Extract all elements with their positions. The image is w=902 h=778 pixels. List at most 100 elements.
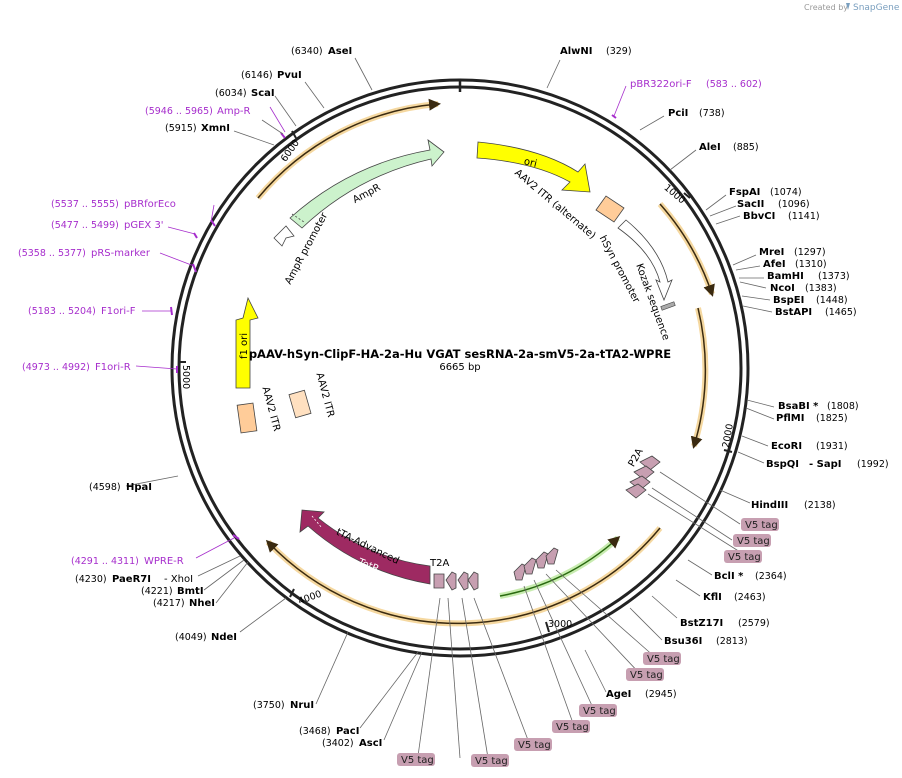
site-ageI[interactable]: AgeI [606, 689, 631, 700]
sites-left: (6340) AseI (6146) PvuI (6034) ScaI (591… [75, 46, 382, 749]
v5-tag[interactable]: V5 tag [552, 720, 590, 733]
site-paeR7I[interactable]: PaeR7I [112, 574, 151, 585]
site-xhoI[interactable]: - XhoI [164, 574, 193, 585]
kozak-feature[interactable] [660, 301, 676, 311]
site-ncoI[interactable]: NcoI [770, 283, 795, 294]
t2a-v5-arrows[interactable] [433, 571, 479, 591]
itr2-feature[interactable] [288, 389, 312, 419]
site-aleI[interactable]: AleI [699, 142, 721, 153]
site-alwNI[interactable]: AlwNI [560, 46, 593, 57]
primer-prs-marker[interactable]: pRS-marker [91, 248, 151, 259]
v5-tag[interactable]: V5 tag [626, 668, 664, 681]
v5-tag[interactable]: V5 tag [643, 652, 681, 665]
site-coord: (885) [733, 142, 759, 153]
tick-label-2000: 2000 [721, 423, 736, 449]
hsyn-promoter-feature[interactable] [617, 219, 673, 302]
primer-pgex-3[interactable]: pGEX 3' [124, 220, 164, 231]
ori-label: ori [523, 156, 538, 170]
itr-alt-feature[interactable] [595, 195, 625, 223]
site-coord: (1465) [825, 307, 857, 318]
site-afeI[interactable]: AfeI [763, 259, 786, 270]
site-mreI[interactable]: MreI [759, 247, 784, 258]
plasmid-name: pAAV-hSyn-ClipF-HA-2a-Hu VGAT sesRNA-2a-… [249, 347, 671, 361]
primer-f1ori-f[interactable]: F1ori-F [101, 306, 136, 317]
p2a-arrows[interactable] [625, 455, 661, 499]
site-ascI[interactable]: AscI [359, 738, 382, 749]
site-coord: (3750) [253, 700, 285, 711]
ori-feature[interactable] [476, 141, 591, 193]
ampr-promoter-feature[interactable] [273, 225, 295, 247]
site-fspAI[interactable]: FspAI [729, 187, 760, 198]
v5-tag[interactable]: V5 tag [397, 753, 435, 766]
credit-prefix: Created by [804, 3, 848, 12]
v5-tag-text: V5 tag [401, 755, 434, 766]
site-aseI[interactable]: AseI [328, 46, 352, 57]
site-coord: (1825) [816, 413, 848, 424]
primer-coord: (4291 .. 4311) [71, 556, 139, 567]
site-bclI[interactable]: BclI * [714, 571, 744, 582]
v5-tag[interactable]: V5 tag [514, 738, 552, 751]
itr1-feature[interactable] [236, 402, 258, 434]
primer-coord: (5183 .. 5204) [28, 306, 96, 317]
site-hindIII[interactable]: HindIII [751, 500, 788, 511]
primer-amp-r[interactable]: Amp-R [217, 106, 251, 117]
v5-arrows-mid[interactable] [513, 547, 559, 581]
primer-coord: (4973 .. 4992) [22, 362, 90, 373]
site-pflMI[interactable]: PflMI [776, 413, 804, 424]
site-kflI[interactable]: KflI [703, 592, 722, 603]
site-nruI[interactable]: NruI [290, 700, 314, 711]
site-scaI[interactable]: ScaI [251, 88, 275, 99]
site-coord: (2138) [804, 500, 836, 511]
primer-pbr322ori-f[interactable]: pBR322ori-F [630, 79, 692, 90]
v5-tag[interactable]: V5 tag [733, 534, 771, 547]
site-pvuI[interactable]: PvuI [277, 70, 302, 81]
itr2-label: AAV2 ITR [313, 372, 335, 419]
tick-label-5000: 5000 [180, 365, 191, 389]
site-nheI[interactable]: NheI [189, 598, 215, 609]
site-pciI[interactable]: PciI [668, 108, 688, 119]
site-coord: (1297) [794, 247, 826, 258]
tick-mark-4000 [289, 588, 295, 598]
site-bmtI[interactable]: BmtI [177, 586, 204, 597]
site-xmnI[interactable]: XmnI [201, 123, 230, 134]
site-bstAPI[interactable]: BstAPI [775, 307, 812, 318]
v5-tag[interactable]: V5 tag [741, 518, 779, 531]
site-coord: (1808) [827, 401, 859, 412]
site-bamHI[interactable]: BamHI [767, 271, 804, 282]
site-pacI[interactable]: PacI [336, 726, 359, 737]
tick-mark-2000 [723, 449, 733, 453]
credit-brand: SnapGene [853, 3, 900, 13]
f1ori-feature[interactable] [235, 296, 259, 389]
v5-tag[interactable]: V5 tag [579, 704, 617, 717]
site-bsaBI[interactable]: BsaBI * [778, 401, 819, 412]
site-sapI[interactable]: - SapI [809, 459, 841, 470]
site-ndeI[interactable]: NdeI [211, 632, 237, 643]
primer-wpre-r[interactable]: WPRE-R [144, 556, 184, 567]
primer-f1ori-r[interactable]: F1ori-R [95, 362, 131, 373]
ampr-feature[interactable] [289, 139, 445, 229]
tetr-feature[interactable] [299, 509, 431, 585]
tick-mark-6000 [291, 130, 297, 139]
site-coord: (1310) [795, 259, 827, 270]
site-hpaI[interactable]: HpaI [126, 482, 152, 493]
sites-right: AlwNI (329) PciI (738) AleI (885) FspAI … [560, 46, 889, 700]
t2a-label: T2A [429, 558, 449, 569]
primer-pbrforeco[interactable]: pBRforEco [124, 199, 176, 210]
leader-lines [125, 57, 775, 759]
v5-tag[interactable]: V5 tag [471, 754, 509, 767]
site-bstZ17I[interactable]: BstZ17I [680, 618, 723, 629]
site-coord: (6340) [291, 46, 323, 57]
site-bspQI[interactable]: BspQI [766, 459, 799, 470]
site-ecoRI[interactable]: EcoRI [771, 441, 802, 452]
site-coord: (3402) [322, 738, 354, 749]
site-coord: (3468) [299, 726, 331, 737]
v5-tag-text: V5 tag [745, 520, 778, 531]
tick-mark-3000 [545, 621, 550, 633]
v5-tag[interactable]: V5 tag [724, 550, 762, 563]
site-sacII[interactable]: SacII [737, 199, 764, 210]
primer-coord: (5358 .. 5377) [18, 248, 86, 259]
site-bsu36I[interactable]: Bsu36I [664, 636, 702, 647]
site-bspEI[interactable]: BspEI [773, 295, 804, 306]
site-bbvCI[interactable]: BbvCI [743, 211, 775, 222]
